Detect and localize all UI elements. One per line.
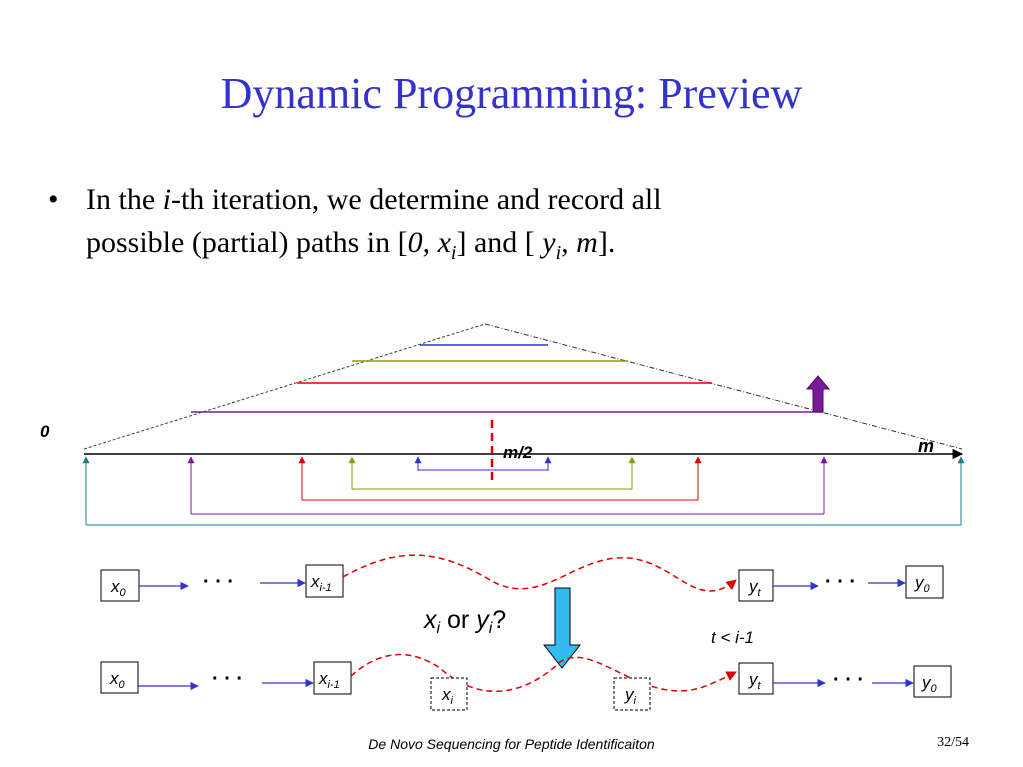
row2-node-x0	[100, 661, 139, 694]
bracket-blue	[417, 469, 549, 471]
row2-node-yt	[738, 662, 774, 695]
row2-node-yi	[613, 677, 651, 711]
svg-text:x0: x0	[110, 577, 127, 599]
page-number: 32/54	[937, 735, 969, 750]
row1-node-y0	[905, 565, 944, 599]
svg-text:y0: y0	[921, 673, 938, 695]
svg-text:xi: xi	[441, 685, 454, 707]
svg-text:yt: yt	[748, 577, 762, 599]
condition-label: t < i-1	[711, 628, 754, 647]
svg-text:x0: x0	[109, 669, 126, 691]
axis-start-label: 0	[40, 422, 50, 441]
row2-node-xi	[430, 677, 468, 711]
footer-title: De Novo Sequencing for Peptide Identific…	[368, 736, 655, 752]
slide-title: Dynamic Programming: Preview	[220, 69, 803, 118]
svg-text:xi-1: xi-1	[318, 669, 340, 691]
row1-ellipsis-left: · · ·	[203, 571, 234, 593]
decision-down-arrow	[542, 587, 582, 669]
row2-dashed-path	[350, 653, 737, 693]
svg-text:yt: yt	[748, 670, 762, 692]
row1-node-x0	[100, 569, 140, 602]
row1-dashed-path	[342, 554, 737, 592]
row1-node-xim1	[305, 564, 344, 598]
row2-ellipsis-left: · · ·	[212, 668, 243, 690]
axis-end-label: m	[918, 436, 934, 456]
svg-text:yi: yi	[624, 685, 637, 707]
row2-node-y0	[913, 665, 952, 698]
midpoint-label: m/2	[503, 443, 533, 462]
row2-node-xim1	[313, 661, 352, 695]
row2-ellipsis-right: · · ·	[833, 669, 864, 691]
question-label: xi or yi?	[423, 606, 506, 637]
bullet-marker: •	[48, 183, 59, 216]
purple-up-arrow	[805, 375, 831, 413]
triangle-right-edge	[484, 323, 963, 450]
svg-text:xi-1: xi-1	[310, 572, 332, 594]
row1-node-yt	[738, 569, 774, 602]
triangle-left-edge	[83, 323, 486, 450]
svg-text:y0: y0	[914, 573, 931, 595]
row1-ellipsis-right: · · ·	[825, 571, 856, 593]
